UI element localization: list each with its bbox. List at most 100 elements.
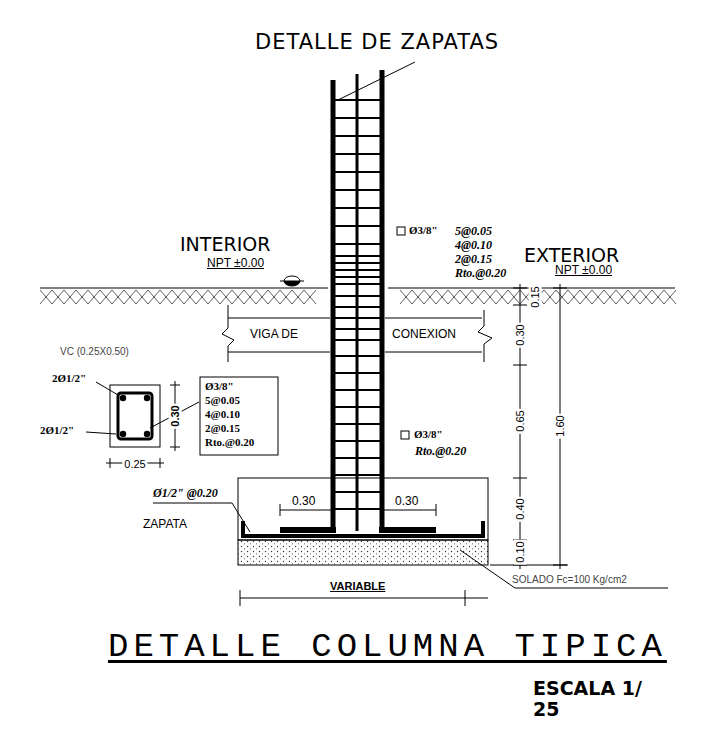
stirrup-note: Rto.@0.20 [455,267,506,281]
hatch-stroke [52,290,64,304]
hatch-stroke [268,290,280,304]
hatch-stroke [232,290,244,304]
hatch-stroke [652,290,664,304]
stirrup-note: 2@0.15 [455,253,492,267]
hatch-stroke [196,290,208,304]
hatch-stroke [172,290,184,304]
hatch-stroke [460,290,472,304]
hatch-stroke [412,290,424,304]
hatch-stroke [640,290,652,304]
hatch-stroke [52,290,64,304]
hatch-stroke [412,290,424,304]
hatch-stroke [196,290,208,304]
dimension-text: 0.25 [122,458,147,471]
hatch-stroke [232,290,244,304]
footing [238,478,488,565]
hatch-stroke [160,290,172,304]
leader-lines [86,382,668,588]
beam-label: CONEXION [392,328,456,342]
stirrup-note: 5@0.05 [205,394,240,407]
hatch-stroke [592,290,604,304]
hatch-stroke [460,290,472,304]
hatch-stroke [472,290,484,304]
hatch-stroke [304,290,316,304]
hatch-stroke [292,290,304,304]
hatch-stroke [208,290,220,304]
hatch-stroke [88,290,100,304]
hatch-stroke [136,290,148,304]
side-label: INTERIOR [180,234,270,256]
hatch-stroke [652,290,664,304]
hatch-stroke [76,290,88,304]
hatch-stroke [280,290,292,304]
hatch-stroke [508,290,520,304]
hatch-stroke [664,290,676,304]
dimension-text: 0.30 [514,322,527,347]
hatch-stroke [628,290,640,304]
hatch-stroke [112,290,124,304]
stirrup-note: Ø3/8" [205,380,234,393]
hatch-stroke [544,290,556,304]
hatch-stroke [172,290,184,304]
stirrup-note: Ø3/8" [414,428,443,441]
stirrup-note: Rto.@0.20 [205,436,254,449]
hatch-stroke [448,290,460,304]
hatch-stroke [580,290,592,304]
hatch-stroke [604,290,616,304]
hatch-stroke [616,290,628,304]
dimension-text: 1.60 [554,413,567,438]
scale-note: ESCALA 1/ 25 [533,678,651,720]
hatch-stroke [280,290,292,304]
hatch-stroke [664,290,676,304]
hatch-stroke [220,290,232,304]
hatch-stroke [616,290,628,304]
hatch-stroke [424,290,436,304]
hatch-stroke [244,290,256,304]
stirrup-note: 2@0.15 [205,422,240,435]
rebar-label: Ø1/2" @0.20 [153,487,218,501]
hatch-stroke [244,290,256,304]
hatch-stroke [268,290,280,304]
hatch-stroke [508,290,520,304]
dimension-text: 0.40 [514,496,527,521]
stirrup-note: 5@0.05 [455,225,492,239]
hatch-stroke [88,290,100,304]
hatch-stroke [112,290,124,304]
dimension-text: 0.30 [395,495,418,509]
beam-label: VIGA DE [250,328,298,342]
beam-section [106,377,278,468]
hatch-stroke [124,290,136,304]
hatch-stroke [220,290,232,304]
level-label: NPT ±0.00 [207,257,264,271]
hatch-stroke [640,290,652,304]
column-cage [333,62,415,531]
hatch-stroke [628,290,640,304]
stirrup-note: 4@0.10 [205,408,240,421]
material-note: SOLADO Fc=100 Kg/cm2 [512,574,627,586]
hatch-stroke [436,290,448,304]
hatch-stroke [556,290,568,304]
hatch-stroke [484,290,496,304]
hatch-stroke [556,290,568,304]
hatch-stroke [568,290,580,304]
rebar-label: 2Ø1/2" [52,372,86,385]
hatch-stroke [124,290,136,304]
hatch-stroke [184,290,196,304]
hatch-stroke [40,290,52,304]
dimension-text: 0.15 [529,284,542,309]
section-label: VC (0.25X0.50) [60,346,129,358]
hatch-stroke [484,290,496,304]
hatch-stroke [580,290,592,304]
dimension-lines [240,284,568,606]
hatch-stroke [424,290,436,304]
hatch-stroke [400,290,412,304]
hatch-stroke [64,290,76,304]
drawing-caption: DETALLE COLUMNA TIPICA [108,628,667,667]
hatch-stroke [184,290,196,304]
hatch-stroke [448,290,460,304]
hatch-stroke [436,290,448,304]
part-label: ZAPATA [143,518,187,532]
stirrup-note: Rto.@0.20 [415,445,466,459]
level-label: NPT ±0.00 [555,264,612,278]
